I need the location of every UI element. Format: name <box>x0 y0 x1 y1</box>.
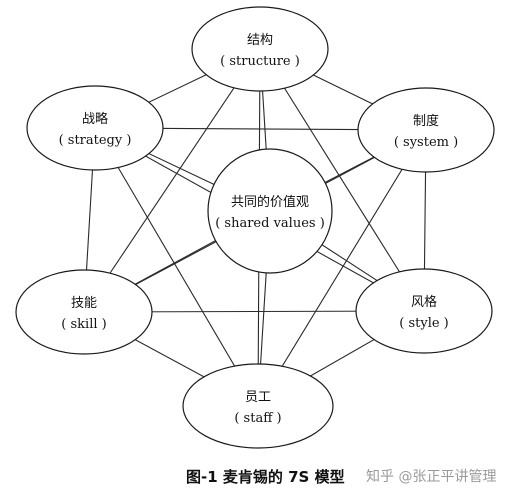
node-structure-label-cn: 结构 <box>247 33 273 48</box>
node-skill-shape <box>15 269 153 355</box>
node-style-label-en: ( style ) <box>399 316 449 331</box>
connector-structure-skill <box>83 48 261 313</box>
figure-caption: 图-1 麦肯锡的 7S 模型 <box>186 468 345 486</box>
node-staff: 员工 ( staff ) <box>182 363 334 449</box>
node-shared-values-shape <box>207 148 333 274</box>
node-shared-values: 共同的价值观 ( shared values ) <box>207 148 333 274</box>
node-system: 制度 ( system ) <box>357 87 495 173</box>
node-structure-shape <box>191 6 329 92</box>
connector-structure-style <box>259 48 425 312</box>
node-system-label-en: ( system ) <box>394 135 458 150</box>
watermark-text: 知乎 @张正平讲管理 <box>366 469 497 485</box>
node-system-shape <box>357 87 495 173</box>
diagram-nodes: 结构 ( structure ) 战略 ( strategy ) 制度 ( system … <box>15 6 495 449</box>
node-style-label-cn: 风格 <box>411 294 437 310</box>
node-style-shape <box>355 268 493 354</box>
node-staff-label-en: ( staff ) <box>234 411 281 426</box>
node-strategy-shape <box>26 85 164 171</box>
node-shared-values-label-en: ( shared values ) <box>215 216 325 231</box>
node-shared-values-label-cn: 共同的价值观 <box>231 194 309 210</box>
node-skill-label-cn: 技能 <box>71 296 97 311</box>
node-strategy-label-cn: 战略 <box>82 111 108 127</box>
node-structure-label-en: ( structure ) <box>220 54 300 69</box>
node-style: 风格 ( style ) <box>355 268 493 354</box>
node-strategy-label-en: ( strategy ) <box>59 133 132 148</box>
connector-system-staff <box>257 129 427 407</box>
node-strategy: 战略 ( strategy ) <box>26 85 164 171</box>
node-staff-label-cn: 员工 <box>245 390 271 405</box>
connector-strategy-staff <box>94 127 259 407</box>
node-structure: 结构 ( structure ) <box>191 6 329 92</box>
node-skill-label-en: ( skill ) <box>61 317 106 332</box>
node-system-label-cn: 制度 <box>413 113 439 129</box>
node-skill: 技能 ( skill ) <box>15 269 153 355</box>
node-staff-shape <box>182 363 334 449</box>
